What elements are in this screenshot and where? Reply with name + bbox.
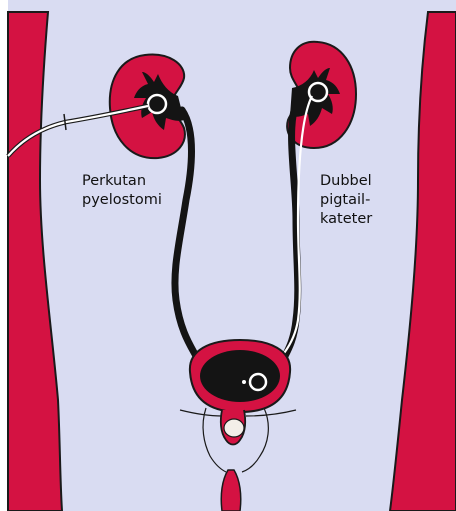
label-double-pigtail-catheter: Dubbel pigtail- kateter bbox=[320, 172, 372, 229]
label-left-line1: Perkutan bbox=[82, 172, 162, 191]
label-right-line1: Dubbel bbox=[320, 172, 372, 191]
label-left-line2: pyelostomi bbox=[82, 191, 162, 210]
label-right-line3: kateter bbox=[320, 210, 372, 229]
prostate bbox=[224, 419, 244, 437]
label-right-line2: pigtail- bbox=[320, 191, 372, 210]
bladder bbox=[190, 340, 290, 412]
label-percutaneous-nephrostomy: Perkutan pyelostomi bbox=[82, 172, 162, 210]
perineum bbox=[221, 470, 241, 511]
